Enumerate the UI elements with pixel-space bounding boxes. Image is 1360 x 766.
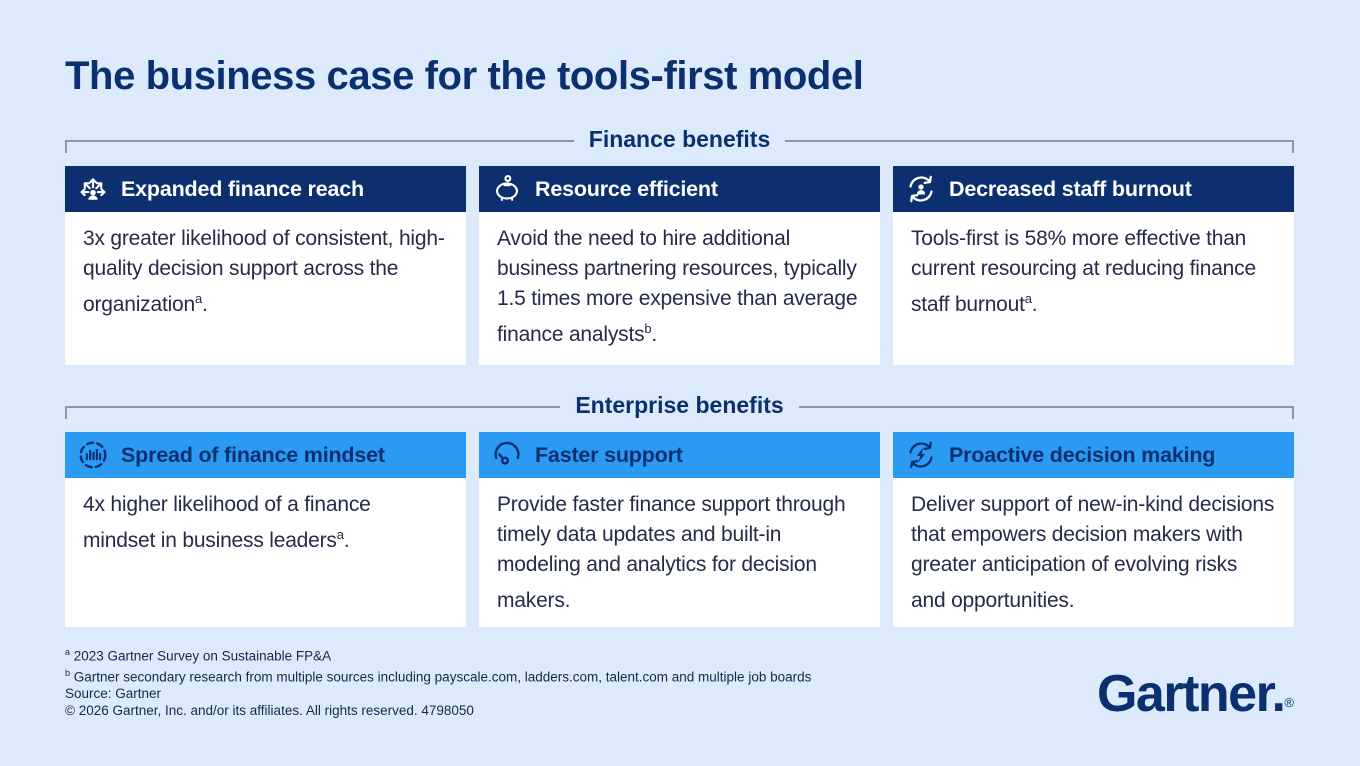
benefit-card: Faster support Provide faster finance su… xyxy=(479,432,880,627)
cycle-bolt-icon xyxy=(904,438,938,472)
bracket-line-right xyxy=(785,140,1295,153)
bracket-line-left xyxy=(65,140,574,153)
benefit-card: Expanded finance reach 3x greater likeli… xyxy=(65,166,466,365)
card-header-faster-support: Faster support xyxy=(479,432,880,478)
footnote-b: b Gartner secondary research from multip… xyxy=(65,668,812,685)
section-finance-benefits: Finance benefits xyxy=(65,126,1295,365)
card-header-spread-of-finance-mindset: Spread of finance mindset xyxy=(65,432,466,478)
footnote-a: a 2023 Gartner Survey on Sustainable FP&… xyxy=(65,647,332,664)
footnotes: a 2023 Gartner Survey on Sustainable FP&… xyxy=(65,644,811,719)
card-body: Avoid the need to hire additional busine… xyxy=(479,212,880,365)
benefit-card: Proactive decision making Deliver suppor… xyxy=(893,432,1294,627)
footnote-ref: a xyxy=(336,527,344,542)
page-footer: a 2023 Gartner Survey on Sustainable FP&… xyxy=(65,644,1294,723)
piggy-bank-icon xyxy=(490,172,524,206)
finance-benefits-bracket: Finance benefits xyxy=(65,126,1295,153)
section-enterprise-benefits: Enterprise benefits xyxy=(65,392,1294,627)
footnote-ref: a xyxy=(1024,291,1032,306)
registered-mark: ® xyxy=(1284,694,1294,710)
section-label-enterprise: Enterprise benefits xyxy=(575,392,784,418)
card-title: Faster support xyxy=(535,442,683,467)
card-title: Proactive decision making xyxy=(949,442,1216,467)
gauge-icon xyxy=(490,438,524,472)
card-title: Expanded finance reach xyxy=(121,176,364,201)
source-line: Source: Gartner xyxy=(65,686,162,701)
bracket-line-left xyxy=(65,406,561,419)
cycle-person-icon xyxy=(904,172,938,206)
expanded-reach-icon xyxy=(76,172,110,206)
card-header-decreased-staff-burnout: Decreased staff burnout xyxy=(893,166,1294,212)
gartner-logo: Gartner.® xyxy=(1096,664,1294,723)
footnote-ref: b xyxy=(644,321,652,336)
card-header-resource-efficient: Resource efficient xyxy=(479,166,880,212)
footnote-ref: a xyxy=(195,291,203,306)
infographic: The business case for the tools-first mo… xyxy=(65,54,1295,723)
enterprise-benefits-bracket: Enterprise benefits xyxy=(65,392,1294,419)
card-body: 4x higher likelihood of a finance mindse… xyxy=(65,478,466,627)
card-title: Decreased staff burnout xyxy=(949,176,1192,201)
card-header-expanded-finance-reach: Expanded finance reach xyxy=(65,166,466,212)
card-title: Spread of finance mindset xyxy=(121,442,385,467)
page-title: The business case for the tools-first mo… xyxy=(65,54,864,98)
card-body: Provide faster finance support through t… xyxy=(479,478,880,627)
card-body: Tools-first is 58% more effective than c… xyxy=(893,212,1294,365)
card-header-proactive-decision-making: Proactive decision making xyxy=(893,432,1294,478)
section-label-finance: Finance benefits xyxy=(588,126,771,152)
card-body: Deliver support of new-in-kind decisions… xyxy=(893,478,1294,627)
benefit-card: Spread of finance mindset 4x higher like… xyxy=(65,432,466,627)
benefit-card: Resource efficient Avoid the need to hir… xyxy=(479,166,880,365)
bracket-line-right xyxy=(798,406,1294,419)
bar-chart-dashed-circle-icon xyxy=(76,438,110,472)
copyright-line: © 2026 Gartner, Inc. and/or its affiliat… xyxy=(65,702,474,718)
card-title: Resource efficient xyxy=(535,176,718,201)
card-body: 3x greater likelihood of consistent, hig… xyxy=(65,212,466,365)
benefit-card: Decreased staff burnout Tools-first is 5… xyxy=(893,166,1294,365)
